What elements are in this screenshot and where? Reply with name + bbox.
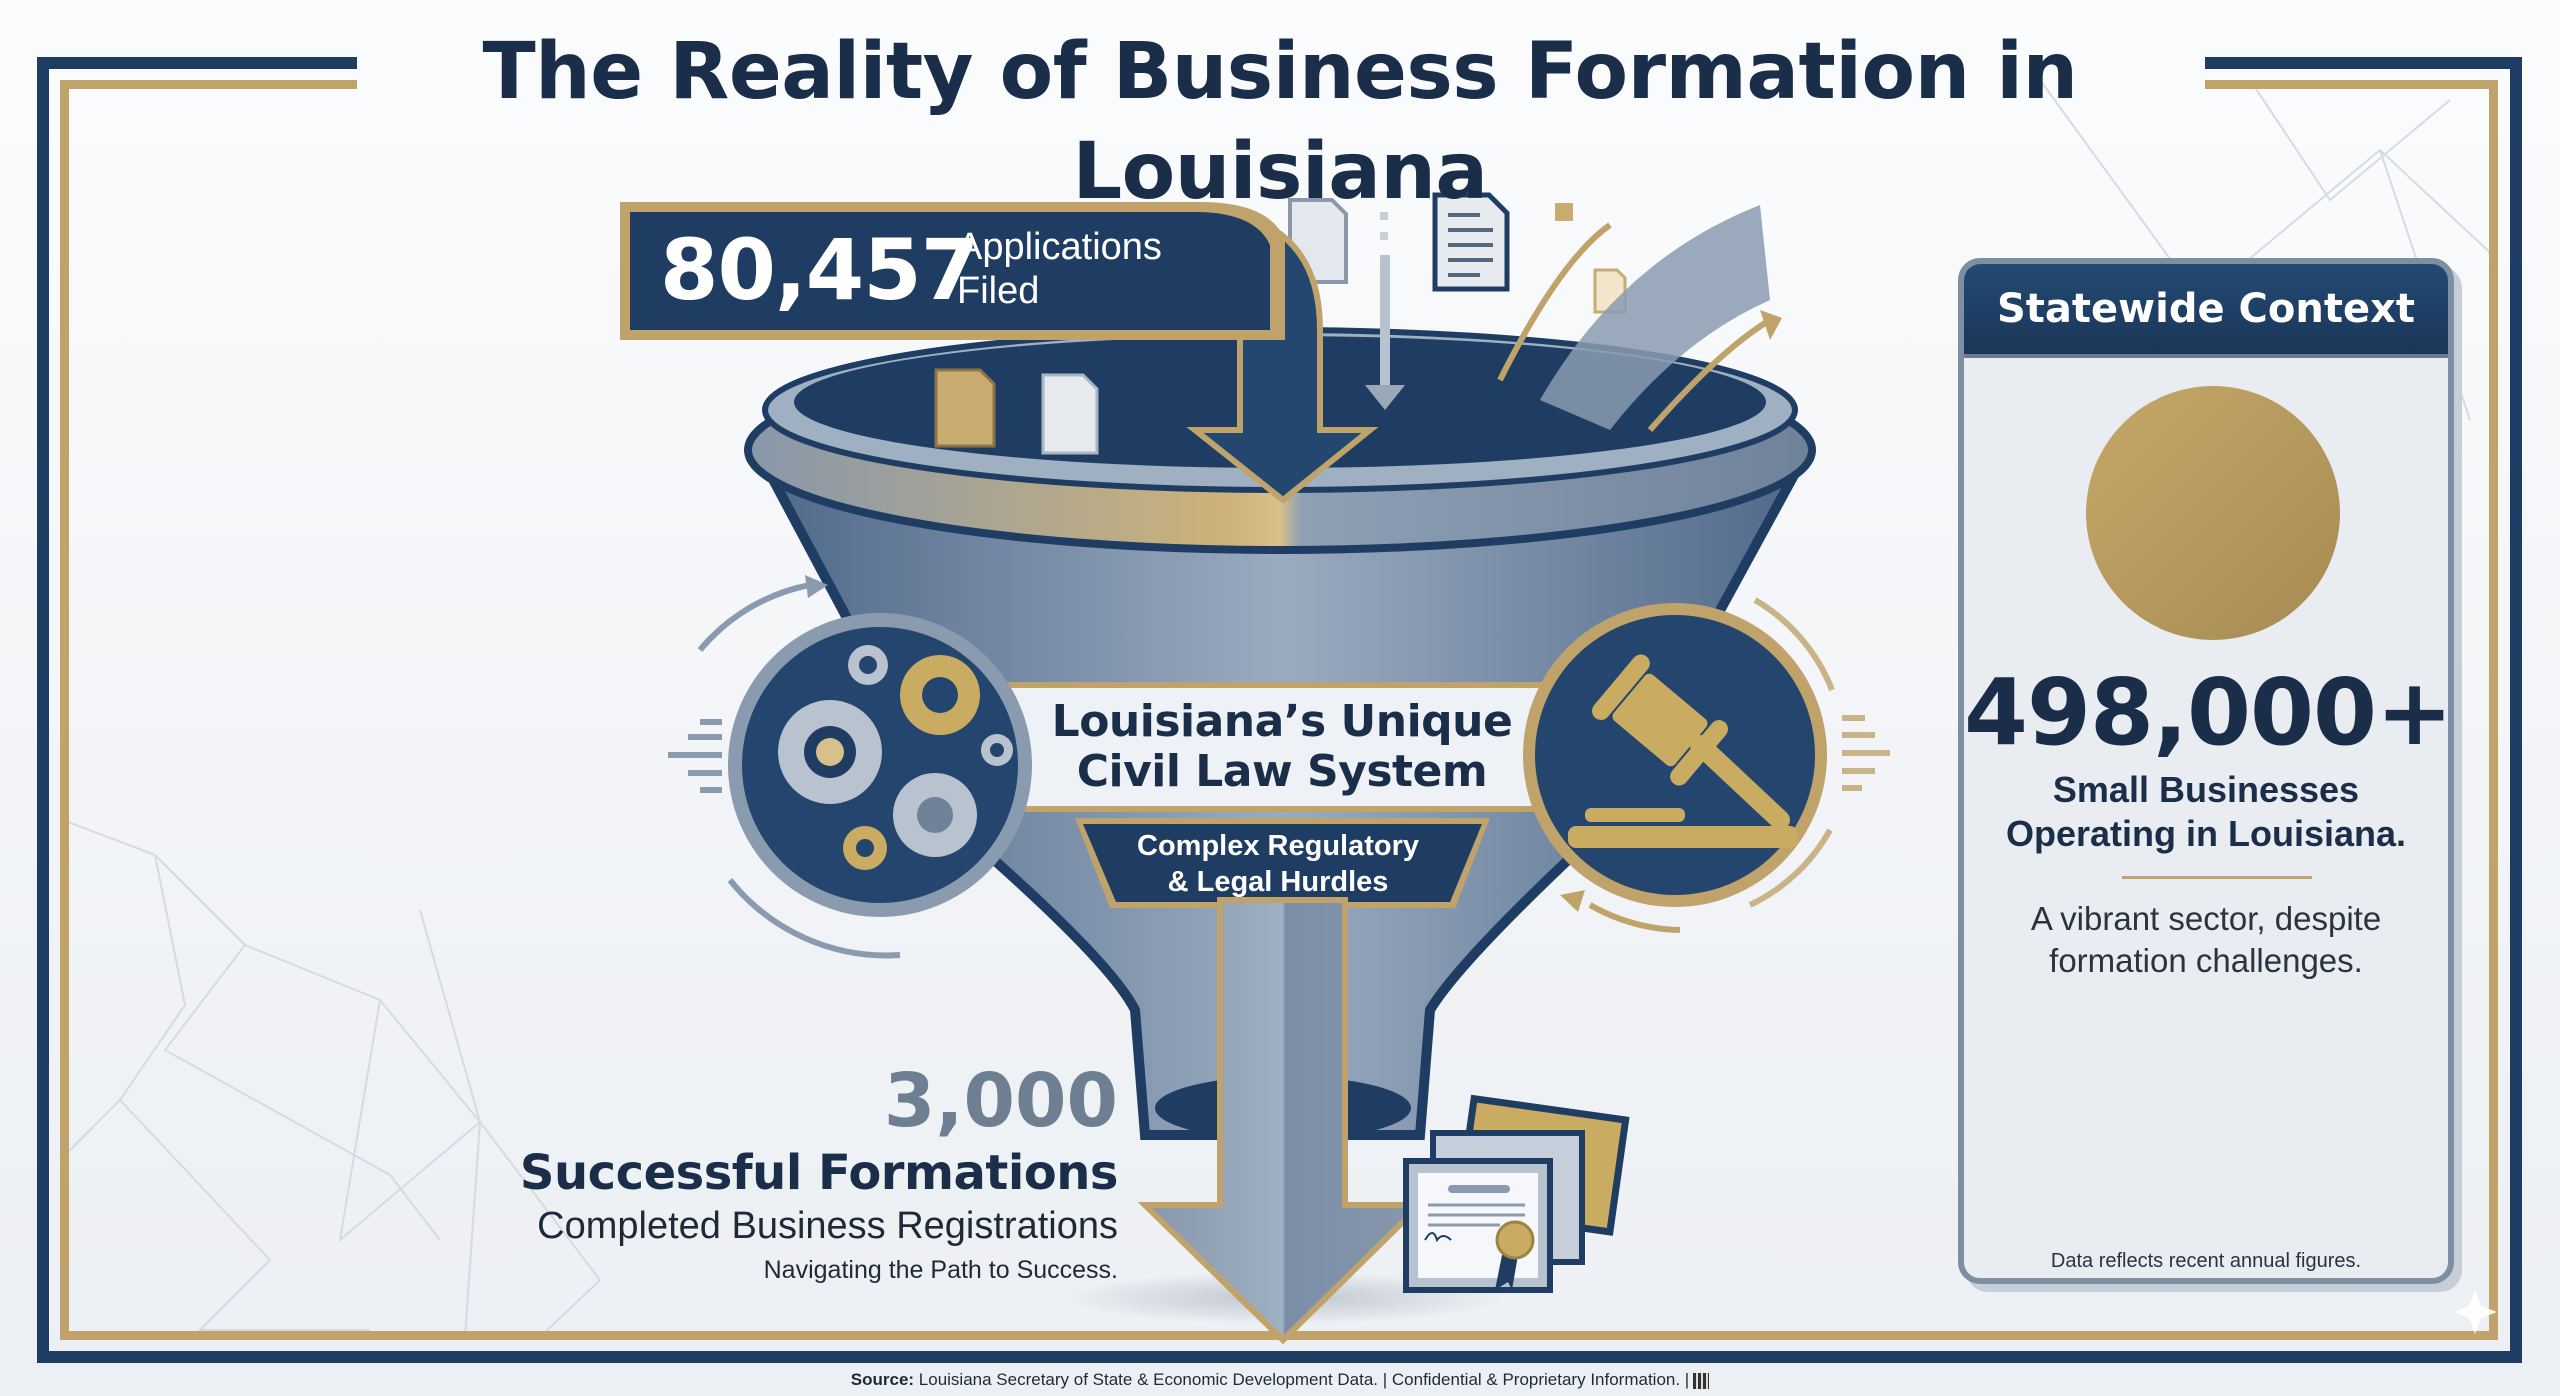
background-pattern [59, 79, 2499, 1338]
gears-icon [668, 575, 1032, 959]
civil-law-banner: Louisiana’s Unique Civil Law System [1032, 688, 1532, 806]
hurdles-line2: & Legal Hurdles [1167, 866, 1389, 898]
small-business-label: Small Businesses Operating in Louisiana. [1964, 768, 2448, 856]
frame-left [37, 57, 49, 1363]
small-business-label-line2: Operating in Louisiana. [2005, 813, 2407, 854]
output-arrow [1137, 897, 1428, 1345]
panel-footnote: Data reflects recent annual figures. [2050, 1250, 2362, 1272]
panel-description-line1: A vibrant sector, despite [2030, 900, 2382, 937]
certificates-icon [1403, 1094, 1630, 1293]
source-label: Source: [850, 1370, 915, 1389]
formations-subtitle: Completed Business Registrations [537, 1205, 1118, 1247]
page-title: The Reality of Business Formation in Lou… [482, 27, 2078, 217]
applications-label: Applications Filed [957, 225, 1162, 313]
frame-top-left [37, 57, 357, 69]
panel-header: Statewide Context [1964, 264, 2448, 358]
panel-description-line2: formation challenges. [2049, 942, 2363, 979]
sub-banner-bg [1083, 824, 1482, 902]
applications-label-line1: Applications [957, 226, 1162, 268]
gavel-icon [1523, 597, 1890, 933]
storefront-icon-circle [2086, 386, 2340, 640]
hurdles-line1: Complex Regulatory [1137, 830, 1419, 862]
frame-right [2510, 57, 2522, 1363]
applications-label-line2: Filed [957, 270, 1040, 312]
formations-tagline: Navigating the Path to Success. [763, 1256, 1118, 1284]
panel-body: 498,000+ Small Businesses Operating in L… [1964, 358, 2453, 1278]
source-text: Louisiana Secretary of State & Economic … [914, 1370, 1690, 1389]
panel-description: A vibrant sector, despite formation chal… [1964, 898, 2448, 982]
qr-code-icon [1693, 1372, 1710, 1389]
statewide-context-panel: Statewide Context 498,000+ Small Busines… [1958, 258, 2454, 1284]
civil-law-line1: Louisiana’s Unique [1051, 696, 1513, 747]
civil-law-line2: Civil Law System [1076, 746, 1488, 797]
small-business-count: 498,000+ [1964, 659, 2453, 766]
source-footer: Source: Louisiana Secretary of State & E… [0, 1367, 2560, 1393]
applications-count: 80,457 [660, 221, 979, 319]
hurdles-banner: Complex Regulatory & Legal Hurdles [1098, 822, 1458, 906]
formations-title: Successful Formations [519, 1145, 1119, 1201]
frame-bottom [37, 1351, 2522, 1363]
panel-divider [2122, 876, 2312, 879]
frame-top-right [2205, 57, 2522, 69]
small-business-label-line1: Small Businesses [2052, 769, 2360, 810]
outcome-stats: 3,000 Successful Formations Completed Bu… [418, 1058, 1119, 1290]
formations-count: 3,000 [883, 1058, 1118, 1144]
